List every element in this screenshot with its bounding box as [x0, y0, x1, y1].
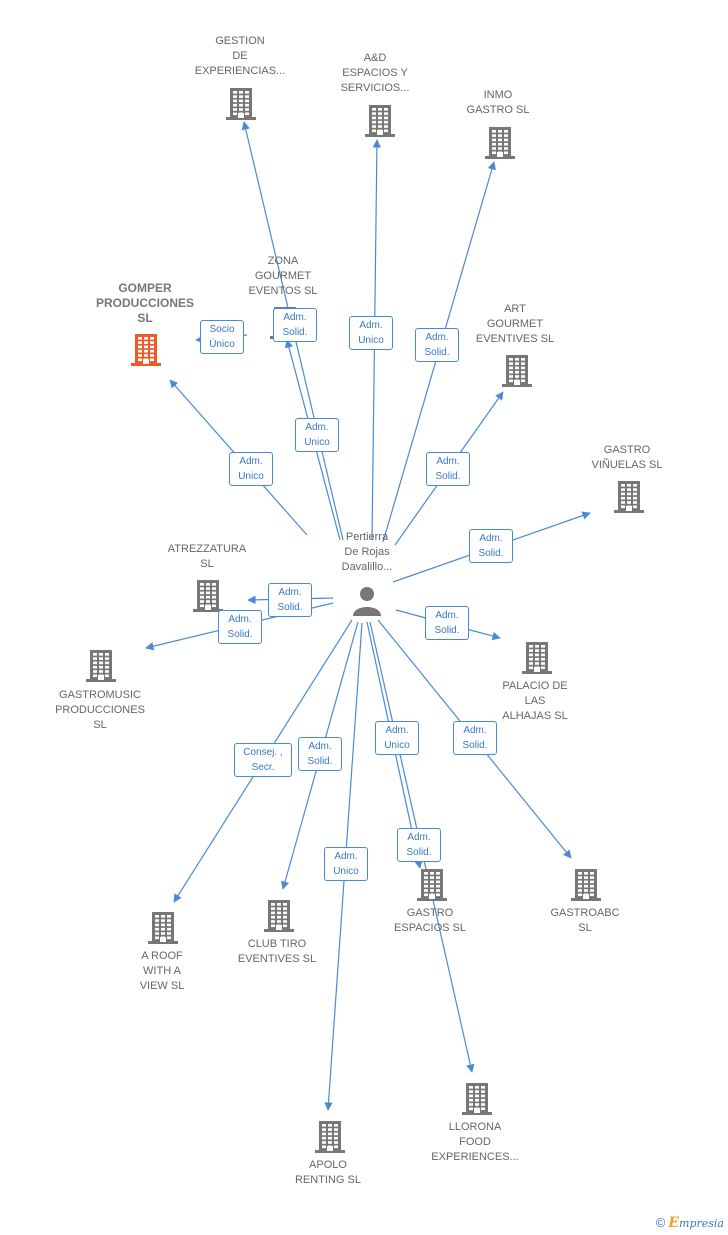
relation-label-zona[interactable]: Adm. Unico: [295, 418, 339, 452]
company-apolo-label[interactable]: APOLO RENTING SL: [294, 1159, 361, 1186]
relation-label-vinuelas[interactable]: Adm. Solid.: [469, 529, 513, 563]
relation-label-art[interactable]: Adm. Solid.: [426, 452, 470, 486]
company-gestion-building-icon[interactable]: [226, 86, 256, 120]
relation-label-aroof[interactable]: Consej. , Secr.: [234, 743, 292, 777]
brand-initial: E: [668, 1215, 680, 1231]
relation-label-llorona[interactable]: Adm. Solid.: [397, 828, 441, 862]
relation-label-palacio[interactable]: Adm. Solid.: [425, 606, 469, 640]
company-clubtiro-label[interactable]: CLUB TIRO EVENTIVES SL: [237, 938, 317, 965]
footer-brand: © Empresia: [656, 1215, 724, 1231]
relation-label-ad[interactable]: Adm. Unico: [349, 316, 393, 350]
relation-label-gastromusic[interactable]: Adm. Solid.: [218, 610, 262, 644]
brand-name: mpresia: [679, 1217, 724, 1230]
relation-label-clubtiro[interactable]: Adm. Solid.: [298, 737, 342, 771]
company-aroof-label[interactable]: A ROOF WITH A VIEW SL: [139, 950, 185, 992]
company-gastroesp-label[interactable]: GASTRO ESPACIOS SL: [394, 907, 466, 934]
company-llorona-label[interactable]: LLORONA FOOD EXPERIENCES...: [431, 1121, 519, 1163]
company-vinuelas-label[interactable]: GASTRO VIÑUELAS SL: [591, 444, 663, 471]
company-art-label[interactable]: ART GOURMET EVENTIVES SL: [475, 303, 555, 345]
company-palacio-building-icon[interactable]: [522, 640, 552, 674]
relation-label-gastroabc[interactable]: Adm. Solid.: [453, 721, 497, 755]
relation-label-gastroesp[interactable]: Adm. Unico: [375, 721, 419, 755]
company-gastroesp-building-icon[interactable]: [417, 867, 447, 901]
center-person-name[interactable]: Pertierra De Rojas Davalillo...: [341, 531, 393, 573]
company-ad-building-icon[interactable]: [365, 103, 395, 137]
company-aroof-building-icon[interactable]: [148, 910, 178, 944]
company-zona-label[interactable]: ZONA GOURMET EVENTOS SL: [248, 255, 318, 297]
company-apolo-building-icon[interactable]: [315, 1119, 345, 1153]
company-gomper-building-icon[interactable]: [131, 332, 161, 366]
company-gastroabc-label[interactable]: GASTROABC SL: [550, 907, 620, 934]
company-gomper-label[interactable]: GOMPER PRODUCCIONES SL: [95, 281, 194, 325]
relation-label-gomper[interactable]: Socio Único: [200, 320, 244, 354]
relation-label-inmo[interactable]: Adm. Solid.: [415, 328, 459, 362]
company-gastromusic-building-icon[interactable]: [86, 648, 116, 682]
relation-label-apolo[interactable]: Adm. Unico: [324, 847, 368, 881]
company-gastromusic-label[interactable]: GASTROMUSIC PRODUCCIONES SL: [55, 689, 145, 731]
company-inmo-building-icon[interactable]: [485, 125, 515, 159]
company-llorona-building-icon[interactable]: [462, 1081, 492, 1115]
company-ad-label[interactable]: A&D ESPACIOS Y SERVICIOS...: [340, 52, 410, 94]
company-vinuelas-building-icon[interactable]: [614, 479, 644, 513]
company-palacio-label[interactable]: PALACIO DE LAS ALHAJAS SL: [502, 680, 568, 722]
relation-label-gomper[interactable]: Adm. Unico: [229, 452, 273, 486]
company-art-building-icon[interactable]: [502, 353, 532, 387]
relation-label-gestion[interactable]: Adm. Solid.: [273, 308, 317, 342]
company-gastroabc-building-icon[interactable]: [571, 867, 601, 901]
company-clubtiro-building-icon[interactable]: [264, 898, 294, 932]
company-atrezz-building-icon[interactable]: [193, 578, 223, 612]
person-icon[interactable]: [350, 584, 384, 618]
company-atrezz-label[interactable]: ATREZZATURA SL: [167, 543, 247, 570]
company-inmo-label[interactable]: INMO GASTRO SL: [466, 89, 530, 116]
relation-label-atrezz[interactable]: Adm. Solid.: [268, 583, 312, 617]
copyright-symbol: ©: [655, 1215, 666, 1230]
company-gestion-label[interactable]: GESTION DE EXPERIENCIAS...: [194, 35, 286, 77]
